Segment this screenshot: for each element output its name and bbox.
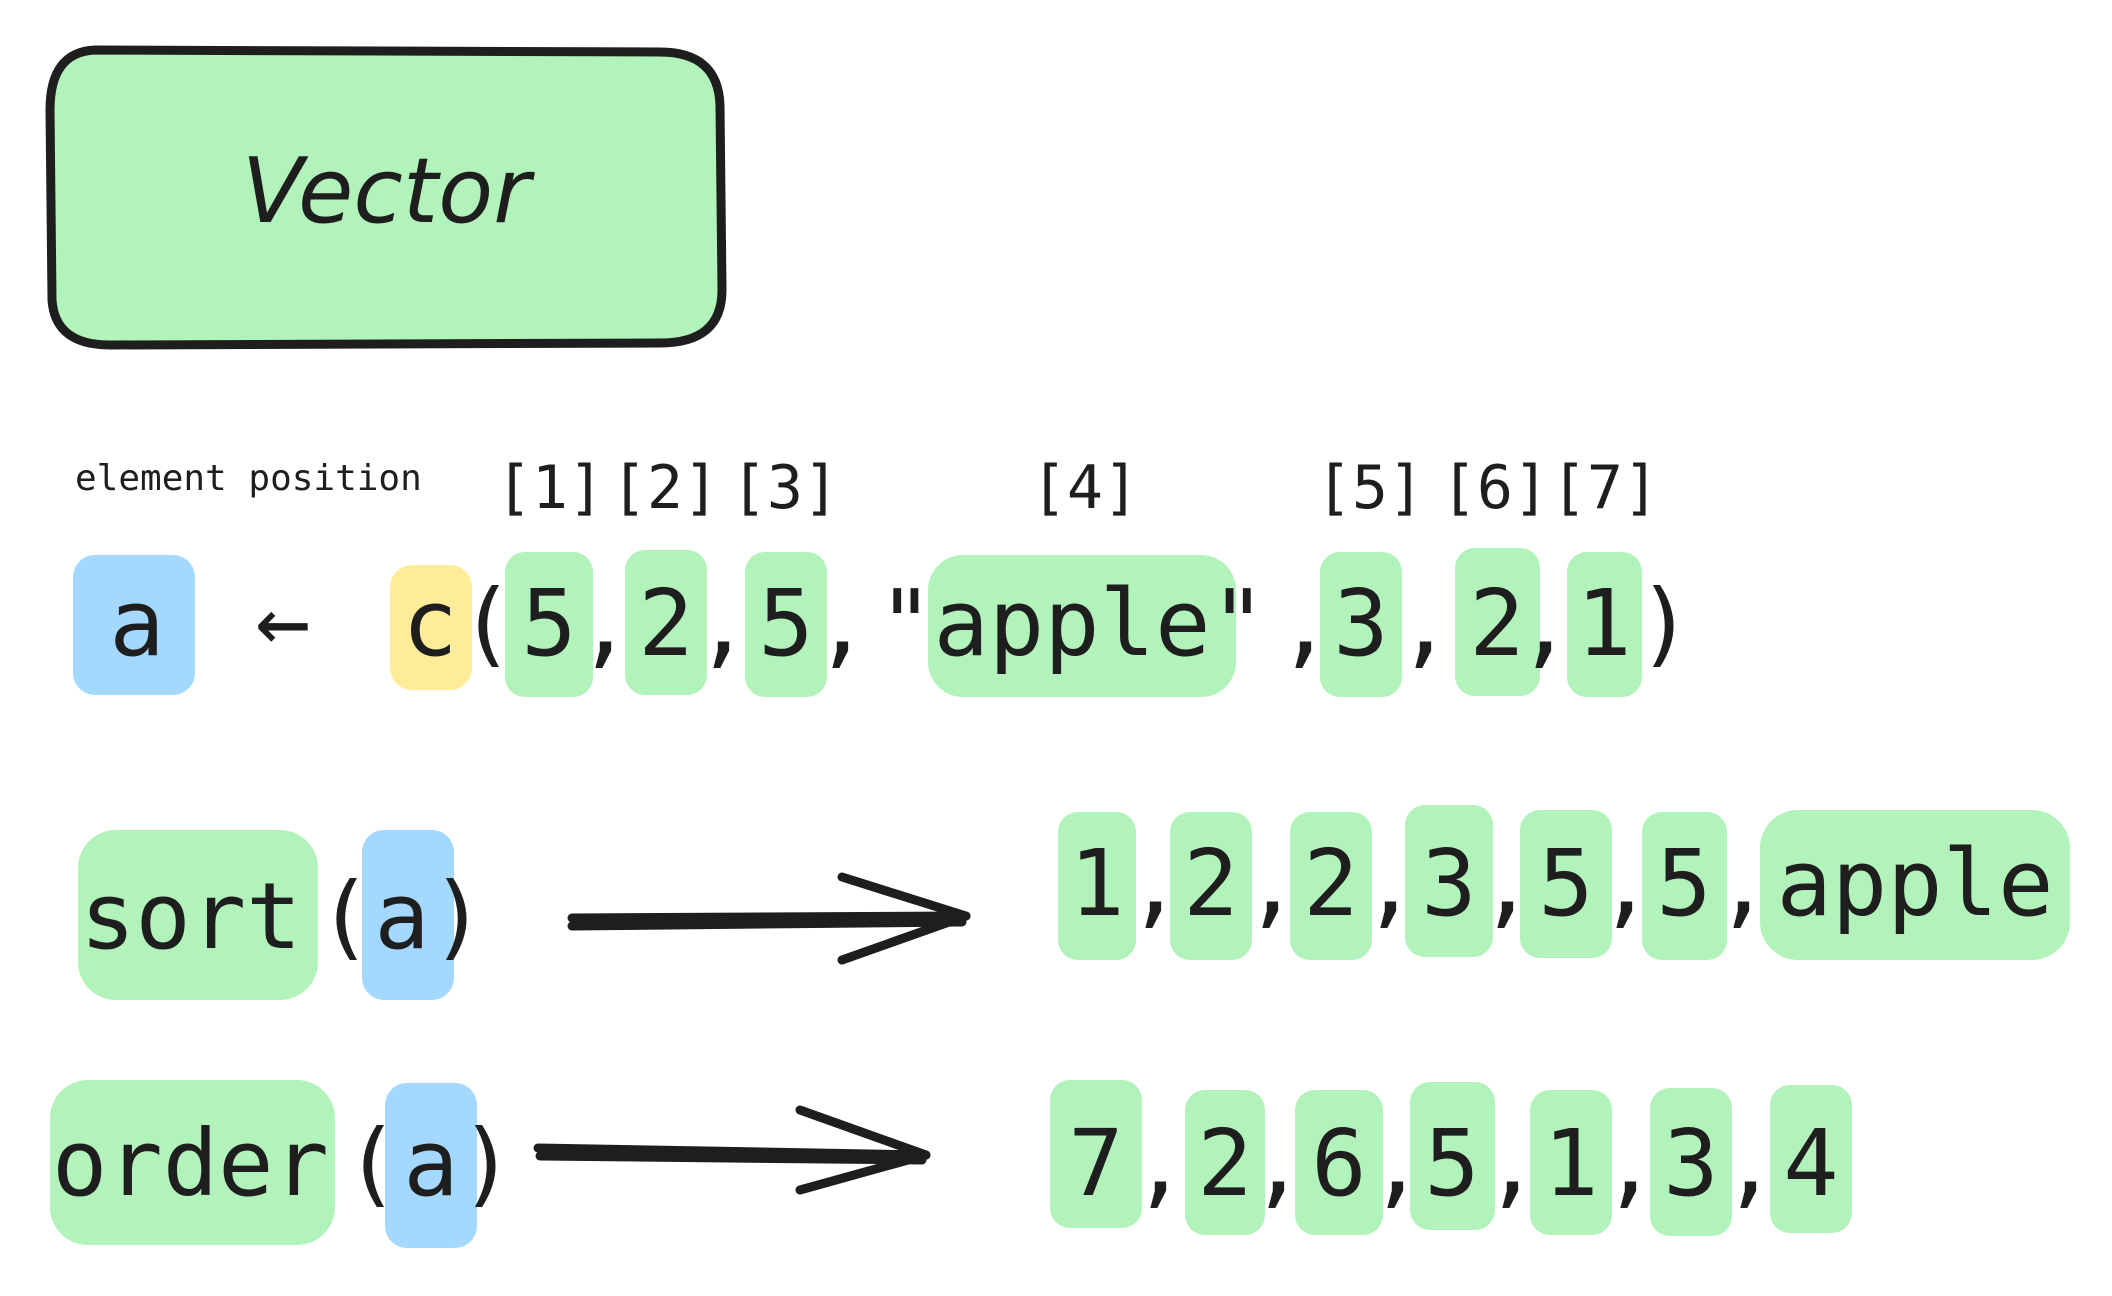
comma: , bbox=[1598, 830, 1653, 937]
result-value: 3 bbox=[1421, 830, 1476, 937]
element-value: 2 bbox=[1469, 570, 1524, 677]
title-box-shape bbox=[45, 45, 727, 350]
element-highlight bbox=[1455, 548, 1540, 696]
comma: , bbox=[1484, 1110, 1539, 1217]
element-highlight bbox=[505, 552, 593, 697]
close-paren: ) bbox=[430, 863, 485, 970]
order-arg: a bbox=[403, 1110, 458, 1217]
element-highlight bbox=[625, 550, 707, 695]
result-highlight bbox=[1410, 1082, 1495, 1230]
assignment-row: a ← c ( 5 , 2 , 5 , "apple" , 3 , 2 , 1 … bbox=[73, 548, 1693, 697]
comma: , bbox=[577, 570, 632, 677]
result-highlight bbox=[1530, 1090, 1612, 1235]
open-paren: ( bbox=[317, 863, 372, 970]
result-highlight bbox=[1295, 1090, 1383, 1235]
result-highlight bbox=[1405, 805, 1493, 957]
comma: , bbox=[1722, 1110, 1777, 1217]
result-highlight bbox=[1642, 812, 1727, 960]
result-value: 3 bbox=[1663, 1110, 1718, 1217]
result-value: 5 bbox=[1538, 830, 1593, 937]
element-value: 2 bbox=[638, 570, 693, 677]
comma: , bbox=[1362, 830, 1417, 937]
comma: , bbox=[1127, 830, 1182, 937]
sort-arg: a bbox=[374, 863, 429, 970]
comma: , bbox=[814, 570, 869, 677]
position-index: [5] bbox=[1316, 453, 1424, 523]
assign-arrow: ← bbox=[255, 567, 310, 674]
order-row: order ( a ) 7 , 2 , 6 , 5 , 1 , 3 , 4 bbox=[50, 1080, 1852, 1248]
result-value: 1 bbox=[1543, 1110, 1598, 1217]
sort-arrow bbox=[567, 872, 971, 965]
comma: , bbox=[1244, 830, 1299, 937]
position-index: [4] bbox=[1031, 453, 1139, 523]
result-highlight bbox=[1050, 1080, 1142, 1228]
result-highlight bbox=[1058, 812, 1136, 960]
close-paren: ) bbox=[459, 1110, 514, 1217]
result-highlight bbox=[1170, 812, 1252, 960]
result-value: 2 bbox=[1303, 830, 1358, 937]
element-highlight bbox=[928, 555, 1236, 697]
func-highlight bbox=[390, 565, 472, 690]
result-value: 6 bbox=[1311, 1110, 1366, 1217]
position-index: [6] bbox=[1441, 453, 1549, 523]
title-box: Vector bbox=[45, 45, 727, 350]
result-highlight bbox=[1520, 810, 1612, 958]
comma: , bbox=[1250, 1110, 1305, 1217]
var-name: a bbox=[109, 570, 164, 677]
result-value: apple bbox=[1777, 830, 2054, 937]
comma: , bbox=[1132, 1110, 1187, 1217]
element-value: 5 bbox=[521, 570, 576, 677]
comma: , bbox=[1479, 830, 1534, 937]
sort-row: sort ( a ) 1 , 2 , 2 , 3 , 5 , 5 , apple bbox=[78, 805, 2070, 1000]
position-indices: [1] [2] [3] [4] [5] [6] [7] bbox=[496, 453, 1659, 523]
order-func: order bbox=[52, 1110, 329, 1217]
result-value: 7 bbox=[1068, 1110, 1123, 1217]
comma: , bbox=[1517, 570, 1572, 677]
element-highlight bbox=[1567, 552, 1642, 697]
position-index: [7] bbox=[1551, 453, 1659, 523]
element-highlight bbox=[1320, 552, 1402, 697]
result-highlight bbox=[1185, 1090, 1265, 1235]
title-text: Vector bbox=[242, 139, 535, 244]
element-value: "apple" bbox=[878, 570, 1266, 677]
result-value: 1 bbox=[1069, 830, 1124, 937]
result-value: 2 bbox=[1183, 830, 1238, 937]
position-index: [2] bbox=[611, 453, 719, 523]
arg-highlight bbox=[362, 830, 454, 1000]
element-value: 5 bbox=[758, 570, 813, 677]
comma: , bbox=[1277, 570, 1332, 677]
position-index: [3] bbox=[731, 453, 839, 523]
close-paren: ) bbox=[1637, 570, 1692, 677]
result-highlight bbox=[1290, 812, 1372, 960]
func-name: c bbox=[402, 570, 457, 677]
order-arrow bbox=[533, 1105, 931, 1195]
result-value: 5 bbox=[1424, 1110, 1479, 1217]
result-value: 2 bbox=[1197, 1110, 1252, 1217]
result-value: 5 bbox=[1656, 830, 1711, 937]
element-highlight bbox=[745, 552, 827, 697]
result-highlight bbox=[1650, 1088, 1732, 1236]
element-value: 3 bbox=[1333, 570, 1388, 677]
sort-func: sort bbox=[80, 863, 302, 970]
func-highlight bbox=[78, 830, 318, 1000]
comma: , bbox=[1602, 1110, 1657, 1217]
position-index: [1] bbox=[496, 453, 604, 523]
element-value: 1 bbox=[1576, 570, 1631, 677]
open-paren: ( bbox=[459, 570, 514, 677]
comma: , bbox=[1369, 1110, 1424, 1217]
result-highlight bbox=[1770, 1085, 1852, 1233]
arg-highlight bbox=[385, 1083, 477, 1248]
element-position-label: element position bbox=[75, 458, 422, 499]
comma: , bbox=[1715, 830, 1770, 937]
comma: , bbox=[1397, 570, 1452, 677]
func-highlight bbox=[50, 1080, 335, 1245]
open-paren: ( bbox=[344, 1110, 399, 1217]
result-highlight bbox=[1760, 810, 2070, 960]
var-highlight bbox=[73, 555, 195, 695]
result-value: 4 bbox=[1783, 1110, 1838, 1217]
comma: , bbox=[695, 570, 750, 677]
